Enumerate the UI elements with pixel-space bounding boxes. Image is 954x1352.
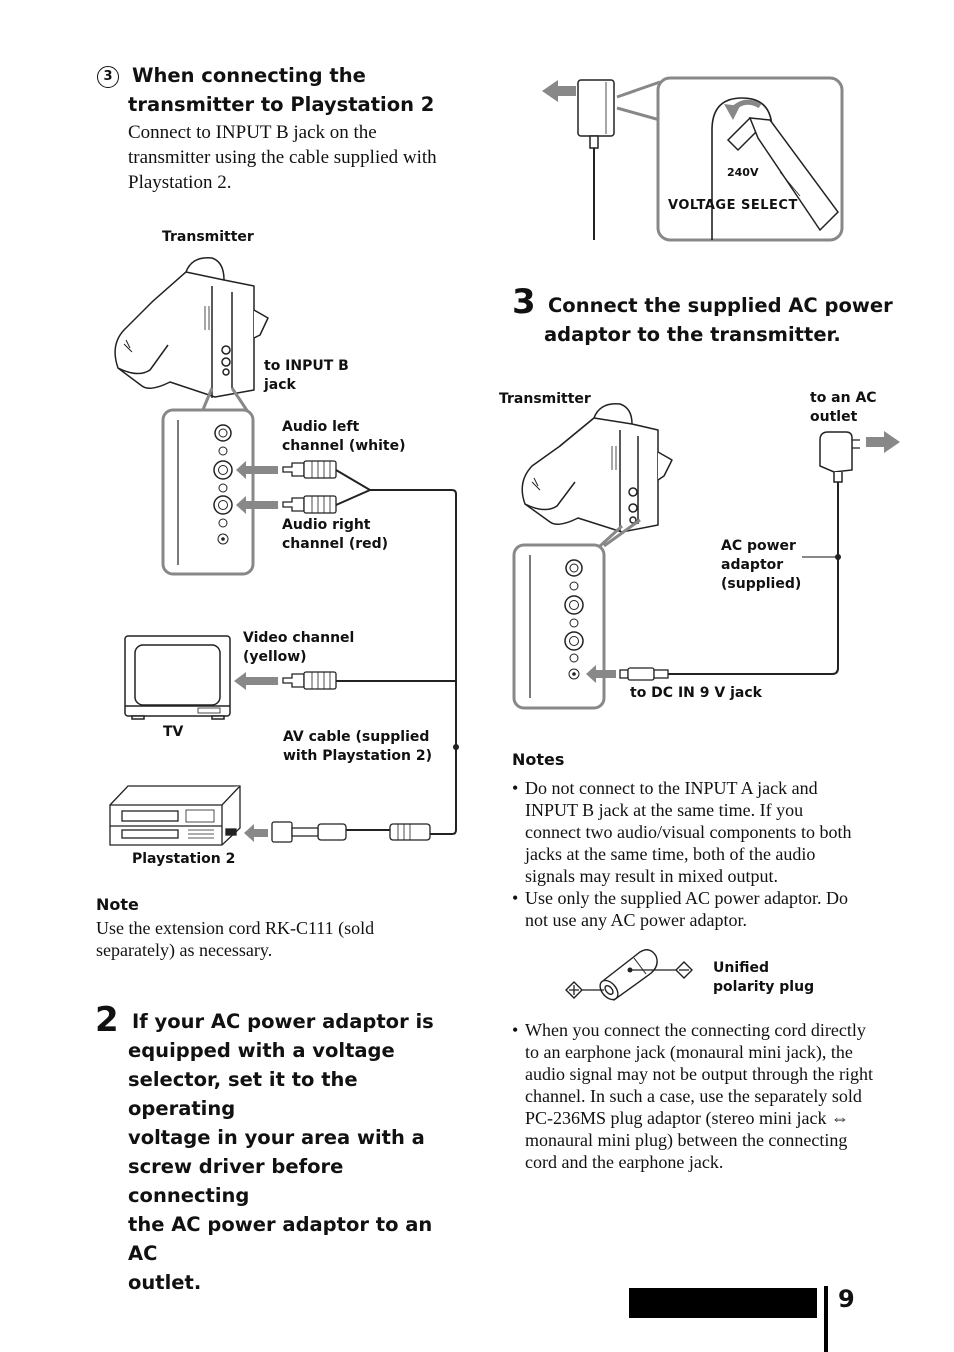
insert-arrow	[586, 665, 616, 683]
tv-illustration	[124, 635, 231, 720]
ac-adaptor-illustration	[819, 431, 860, 494]
callout-dot	[453, 744, 459, 750]
label-tv: TV	[163, 724, 184, 740]
transmitter-illustration	[114, 257, 269, 398]
label-input-b: to INPUT B jack	[264, 357, 349, 395]
power-cord	[668, 492, 839, 675]
label-line: (yellow)	[243, 649, 307, 665]
instruction-line: voltage in your area with a	[128, 1126, 425, 1149]
av-cable	[335, 469, 457, 835]
jack-panel-zoom	[512, 543, 606, 710]
label-line: Audio right	[282, 517, 371, 533]
instruction-line: selector, set it to the operating	[128, 1068, 358, 1120]
unplug-arrow	[542, 80, 576, 102]
label-ac-adaptor: AC power adaptor (supplied)	[721, 537, 801, 594]
jack-panel-zoom	[161, 408, 255, 576]
label-line: Video channel	[243, 630, 355, 646]
label-ac-outlet: to an AC outlet	[810, 389, 877, 427]
note-item: Do not connect to the INPUT A jack and I…	[512, 777, 862, 887]
rotate-arrowhead	[724, 104, 740, 120]
instruction-line: screw driver before connecting	[128, 1155, 344, 1207]
label-line: jack	[264, 377, 296, 393]
voltage-selector-label: VOLTAGE SELECT	[668, 198, 798, 213]
label-transmitter: Transmitter	[162, 229, 254, 245]
notes-list: Do not connect to the INPUT A jack and I…	[512, 777, 862, 931]
label-line: AV cable (supplied	[283, 729, 430, 745]
note-item: Use only the supplied AC power adaptor. …	[512, 887, 862, 931]
instruction-line: Connect the supplied AC power	[548, 294, 893, 317]
instruction-line: the AC power adaptor to an AC	[128, 1213, 433, 1265]
label-line: polarity plug	[713, 979, 815, 995]
voltage-zoom-box	[656, 76, 844, 242]
dc-plug-body	[603, 949, 658, 1002]
label-line: (supplied)	[721, 576, 802, 592]
heading-line: When connecting the	[132, 64, 366, 87]
transmitter-illustration	[521, 403, 673, 533]
step-number: 2	[95, 1000, 119, 1040]
ac-adaptor-illustration	[577, 79, 615, 240]
notes-list-continued: When you connect the connecting cord dir…	[512, 1019, 874, 1173]
step-instruction: Connect the supplied AC power adaptor to…	[544, 291, 904, 349]
section-body: Connect to INPUT B jack on the transmitt…	[128, 122, 437, 193]
callout-line	[200, 387, 250, 413]
section-heading: When connecting the transmitter to Plays…	[128, 61, 472, 119]
instruction-line: equipped with a voltage	[128, 1039, 395, 1062]
label-audio-right: Audio right channel (red)	[282, 516, 388, 554]
label-line: Audio left	[282, 419, 360, 435]
callout-dot	[835, 554, 841, 560]
label-line: channel (white)	[282, 438, 406, 454]
ps2-illustration	[109, 785, 241, 846]
callout-line	[598, 518, 641, 548]
dc-plug	[619, 667, 669, 681]
instruction-line: outlet.	[128, 1271, 202, 1294]
callout-line	[616, 80, 661, 122]
label-line: Unified	[713, 960, 770, 976]
note-item: When you connect the connecting cord dir…	[512, 1019, 874, 1173]
label-line: outlet	[810, 409, 858, 425]
page-number: 9	[838, 1285, 855, 1313]
label-line: adaptor	[721, 557, 784, 573]
label-dc-in: to DC IN 9 V jack	[630, 685, 762, 701]
polarity-leader	[582, 969, 676, 991]
label-line: channel (red)	[282, 536, 389, 552]
plug-in-arrow	[866, 431, 900, 453]
instruction-line: If your AC power adaptor is	[132, 1010, 434, 1033]
screwdriver-illustration	[726, 116, 839, 232]
rca-plug	[282, 460, 337, 690]
label-ps2: Playstation 2	[132, 851, 236, 867]
ps2-av-connector	[271, 821, 431, 843]
page-divider	[824, 1286, 828, 1352]
label-polarity-plug: Unified polarity plug	[713, 959, 814, 997]
insert-arrow	[234, 461, 278, 842]
note-title: Note	[96, 895, 139, 914]
section-tab-bar	[629, 1288, 817, 1318]
label-line: to INPUT B	[264, 358, 349, 374]
instruction-line: adaptor to the transmitter.	[544, 323, 841, 346]
label-audio-left: Audio left channel (white)	[282, 418, 406, 456]
step-marker-circled: 3	[97, 66, 119, 88]
step-number: 3	[512, 282, 536, 322]
label-line: with Playstation 2)	[283, 748, 433, 764]
selector-outline	[711, 97, 773, 240]
notes-title: Notes	[512, 750, 565, 769]
step-instruction: If your AC power adaptor is equipped wit…	[128, 1007, 468, 1297]
label-line: to an AC	[810, 390, 877, 406]
note-body: Use the extension cord RK-C111 (sold sep…	[96, 918, 375, 960]
label-transmitter: Transmitter	[499, 391, 591, 407]
label-av-cable: AV cable (supplied with Playstation 2)	[283, 728, 432, 766]
heading-line: transmitter to Playstation 2	[128, 93, 435, 116]
voltage-value: 240V	[727, 166, 759, 179]
label-line: AC power	[721, 538, 796, 554]
label-video: Video channel (yellow)	[243, 629, 354, 667]
